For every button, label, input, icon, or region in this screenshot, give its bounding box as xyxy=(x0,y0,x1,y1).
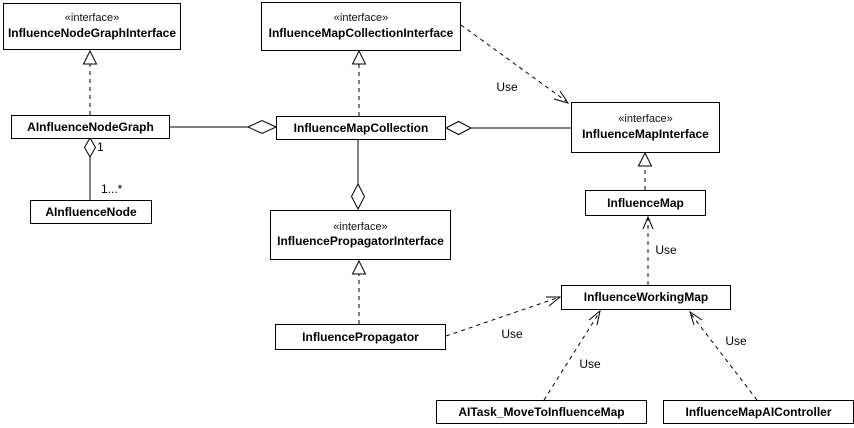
node-influence-working-map[interactable]: InfluenceWorkingMap xyxy=(561,285,731,310)
node-aitask-move-to-influence-map[interactable]: AITask_MoveToInfluenceMap xyxy=(436,400,647,424)
aggregation-diamond-marker xyxy=(246,119,278,135)
class-name-label: InfluenceMap xyxy=(607,195,684,210)
open-arrowhead-marker xyxy=(642,215,654,230)
class-name-label: AITask_MoveToInfluenceMap xyxy=(458,404,625,419)
node-influence-map-collection[interactable]: InfluenceMapCollection xyxy=(276,116,446,140)
node-influence-propagator-interface[interactable]: «interface» InfluencePropagatorInterface xyxy=(270,210,451,260)
node-influence-map-interface[interactable]: «interface» InfluenceMapInterface xyxy=(571,102,720,153)
class-name-label: AInfluenceNodeGraph xyxy=(27,119,154,134)
multiplicity-label-one-to-many: 1...* xyxy=(101,182,123,196)
node-influence-node-graph-interface[interactable]: «interface» InfluenceNodeGraphInterface xyxy=(3,3,181,50)
edge-use-controller-workingmap xyxy=(690,313,758,401)
aggregation-diamond-marker xyxy=(444,120,473,136)
stereotype-label: «interface» xyxy=(333,12,389,25)
class-name-label: InfluenceMapInterface xyxy=(582,126,709,141)
hollow-triangle-marker xyxy=(637,151,653,167)
multiplicity-label-one: 1 xyxy=(97,140,104,154)
hollow-triangle-marker xyxy=(82,49,98,65)
node-influence-map-collection-interface[interactable]: «interface» InfluenceMapCollectionInterf… xyxy=(261,2,461,51)
edge-use-propagator-workingmap xyxy=(445,297,558,337)
stereotype-label: «interface» xyxy=(333,220,388,233)
hollow-triangle-marker xyxy=(351,259,367,275)
edge-label-use: Use xyxy=(724,334,748,348)
class-name-label: InfluenceMapAIController xyxy=(685,404,832,419)
stereotype-label: «interface» xyxy=(64,12,120,25)
class-name-label: InfluenceNodeGraphInterface xyxy=(7,25,177,40)
class-name-label: AInfluenceNode xyxy=(45,204,137,219)
edge-label-use: Use xyxy=(495,80,519,94)
class-name-label: InfluencePropagatorInterface xyxy=(277,234,444,249)
node-influence-map[interactable]: InfluenceMap xyxy=(585,190,706,216)
hollow-triangle-marker xyxy=(351,49,367,65)
edge-use-aitask-workingmap xyxy=(543,312,600,401)
open-arrowhead-marker xyxy=(553,90,570,104)
class-name-label: InfluencePropagator xyxy=(302,329,419,344)
node-influence-map-ai-controller[interactable]: InfluenceMapAIController xyxy=(663,400,854,424)
open-arrowhead-marker xyxy=(546,296,562,307)
edge-use-collectionif-mapif xyxy=(460,24,567,102)
edge-label-use: Use xyxy=(654,243,678,257)
edge-label-use: Use xyxy=(578,357,602,371)
node-ainfluence-node-graph[interactable]: AInfluenceNodeGraph xyxy=(11,115,170,139)
aggregation-diamond-marker xyxy=(83,137,97,158)
class-name-label: InfluenceMapCollectionInterface xyxy=(268,25,454,40)
open-arrowhead-marker xyxy=(588,309,601,326)
aggregation-diamond-marker xyxy=(350,182,366,211)
edge-label-use: Use xyxy=(500,327,524,341)
open-arrowhead-marker xyxy=(689,310,703,326)
stereotype-label: «interface» xyxy=(618,113,673,126)
class-name-label: InfluenceWorkingMap xyxy=(583,290,709,304)
node-ainfluence-node[interactable]: AInfluenceNode xyxy=(30,200,152,224)
node-influence-propagator[interactable]: InfluencePropagator xyxy=(275,324,446,350)
class-name-label: InfluenceMapCollection xyxy=(293,120,429,135)
